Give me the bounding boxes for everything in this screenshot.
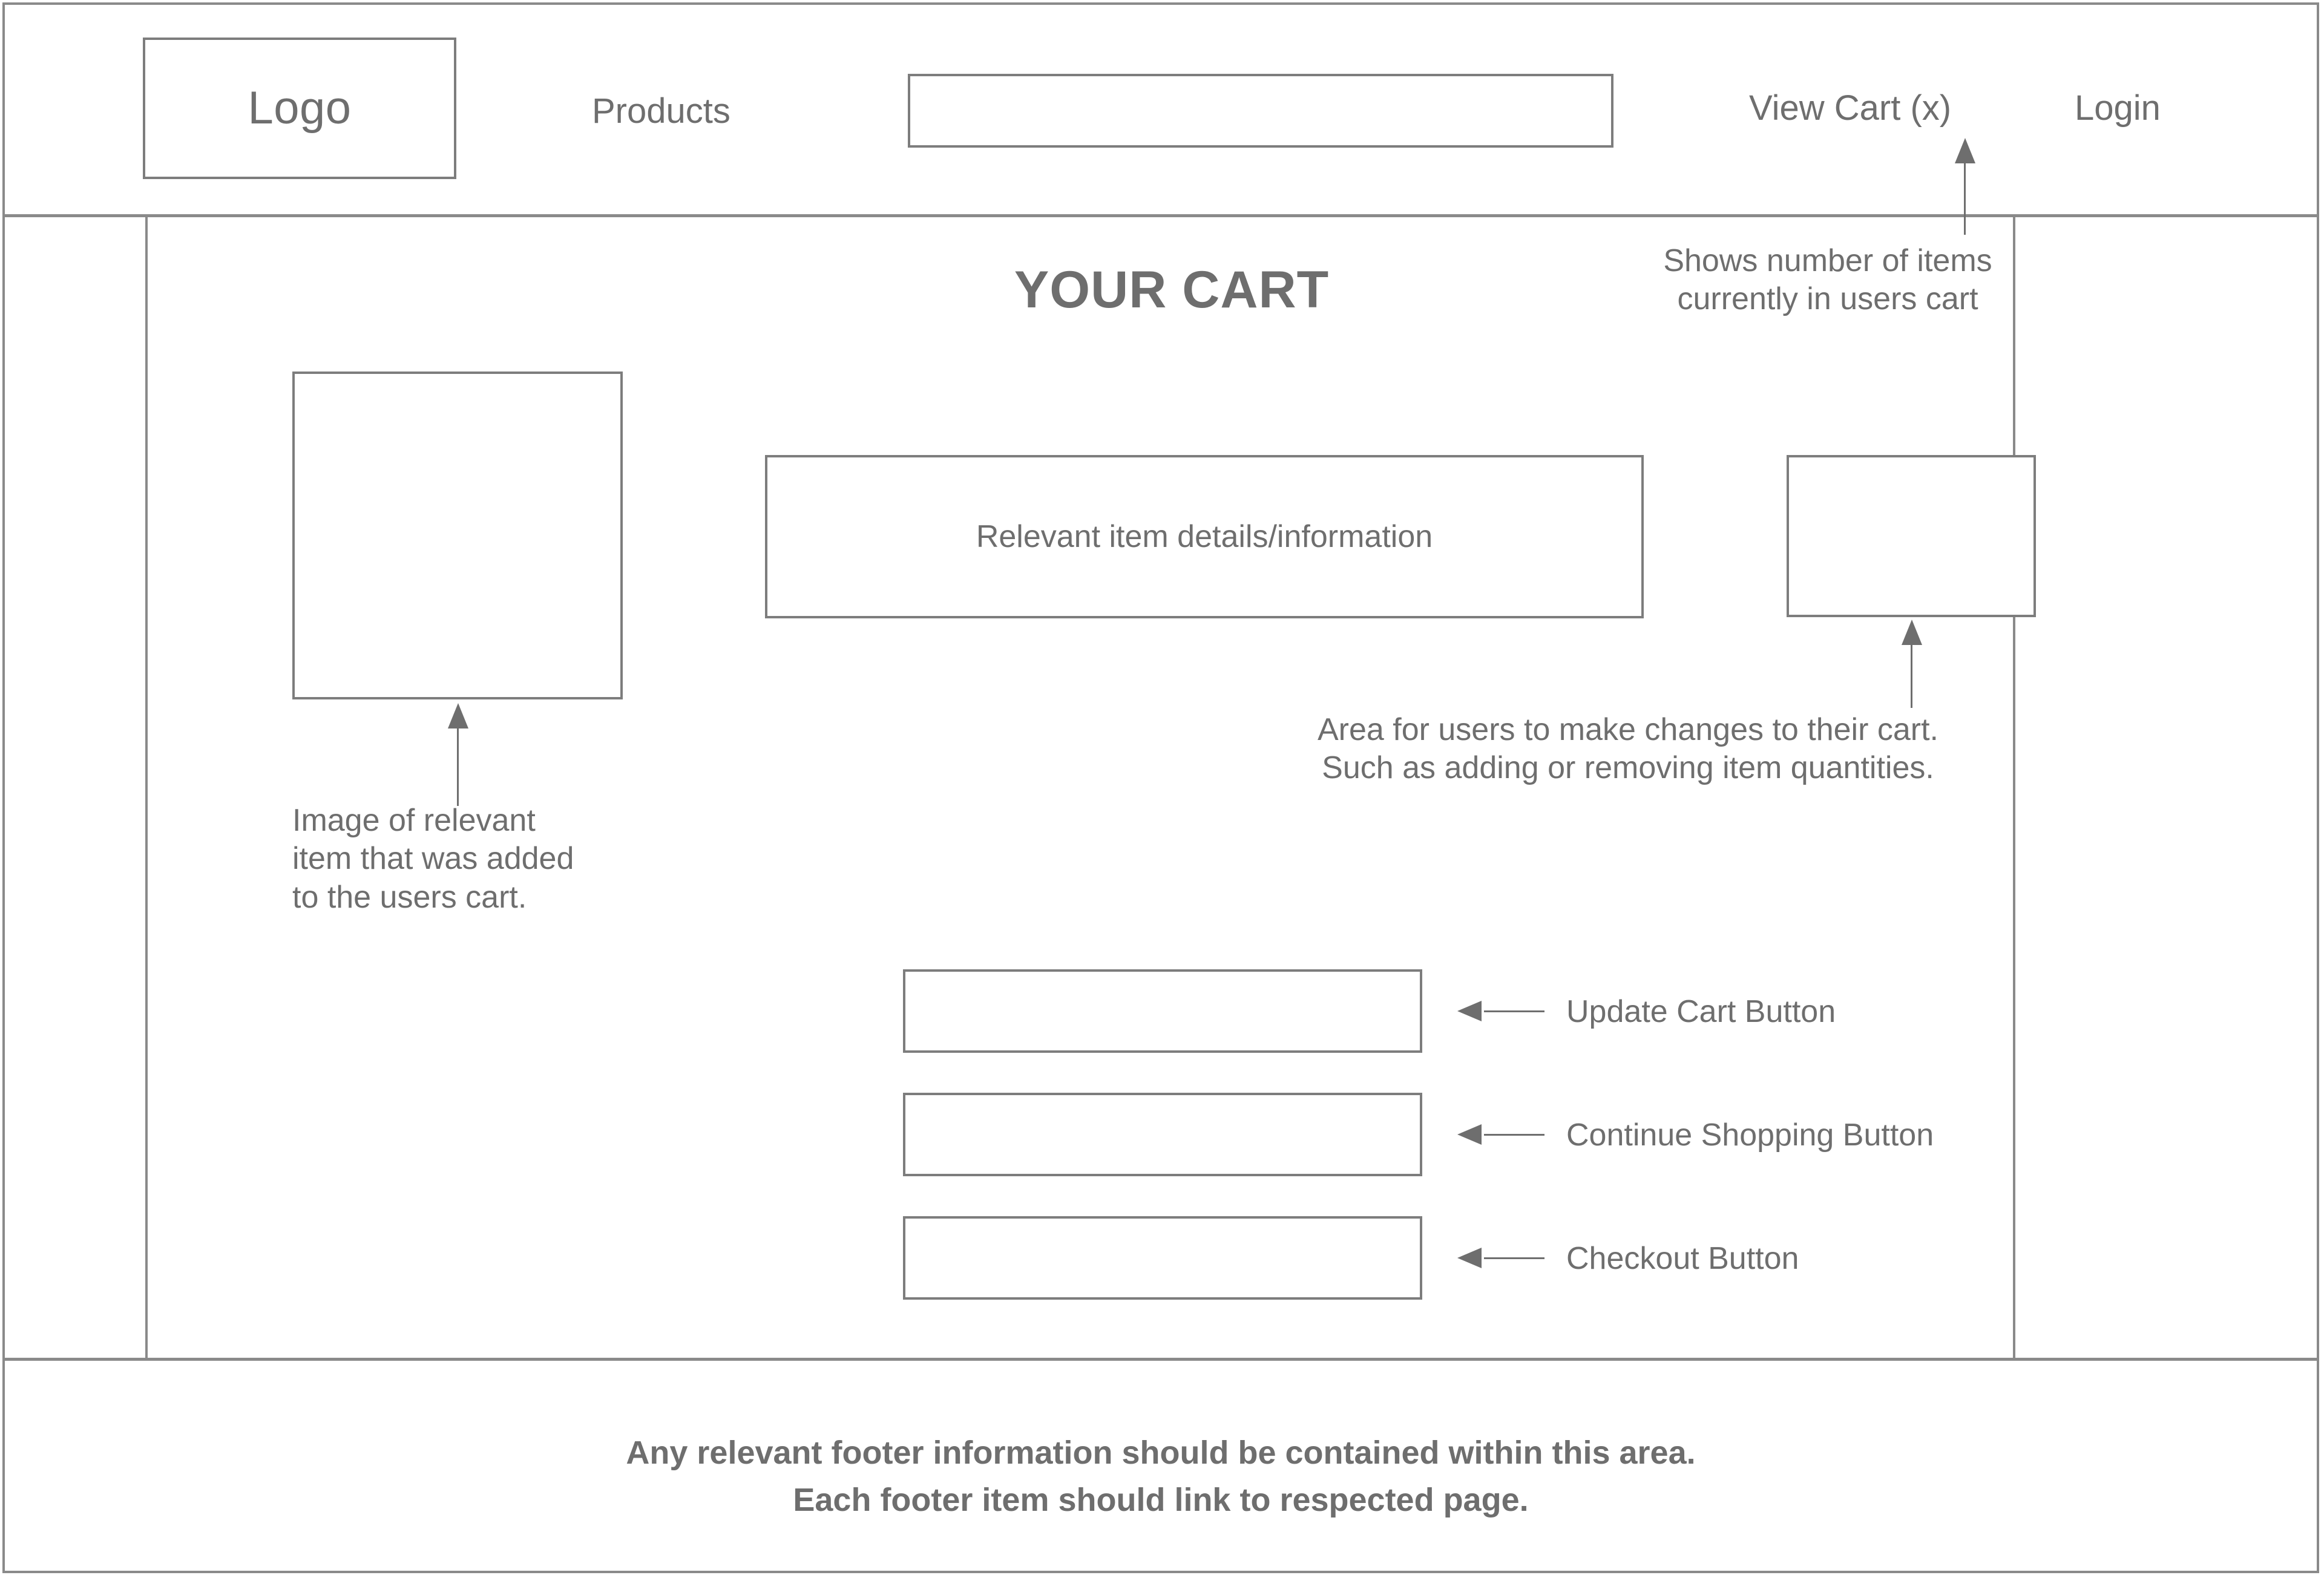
checkout-button[interactable] bbox=[903, 1216, 1422, 1300]
content-left-divider bbox=[145, 217, 148, 1359]
footer-line-2: Each footer item should link to respecte… bbox=[793, 1482, 1529, 1519]
annotation-cart-controls: Area for users to make changes to their … bbox=[1317, 712, 1939, 786]
cart-controls-leader-line bbox=[1911, 641, 1912, 708]
footer-info: Any relevant footer information should b… bbox=[2, 1429, 2319, 1524]
search-input[interactable] bbox=[908, 74, 1613, 148]
content-right-divider bbox=[2013, 217, 2015, 1359]
continue-shopping-leader-line bbox=[1484, 1134, 1544, 1136]
item-image-arrow-icon bbox=[448, 703, 468, 728]
cart-count-leader-line bbox=[1964, 159, 1966, 235]
continue-shopping-arrow-icon bbox=[1457, 1124, 1482, 1145]
nav-item-products[interactable]: Products bbox=[592, 91, 730, 131]
update-cart-button[interactable] bbox=[903, 969, 1422, 1053]
annotation-cart-count: Shows number of items currently in users… bbox=[1663, 243, 1992, 317]
footer-divider bbox=[2, 1358, 2319, 1361]
cart-item-image-placeholder[interactable] bbox=[292, 372, 623, 699]
cart-controls-placeholder[interactable] bbox=[1787, 455, 2036, 617]
annotation-item-image: Image of relevant item that was added to… bbox=[292, 803, 574, 915]
footer-line-1: Any relevant footer information should b… bbox=[626, 1435, 1696, 1471]
logo-label: Logo bbox=[248, 82, 352, 134]
cart-item-details-box[interactable]: Relevant item details/information bbox=[765, 455, 1644, 618]
nav-item-login[interactable]: Login bbox=[2075, 88, 2161, 128]
logo-placeholder[interactable]: Logo bbox=[143, 38, 456, 179]
checkout-leader-line bbox=[1484, 1257, 1544, 1259]
update-cart-arrow-icon bbox=[1457, 1001, 1482, 1021]
annotation-checkout-button: Checkout Button bbox=[1566, 1241, 1799, 1276]
continue-shopping-button[interactable] bbox=[903, 1093, 1422, 1176]
cart-controls-arrow-icon bbox=[1902, 620, 1922, 645]
header-divider bbox=[2, 214, 2319, 217]
annotation-update-cart-button: Update Cart Button bbox=[1566, 994, 1836, 1029]
cart-item-details-label: Relevant item details/information bbox=[976, 519, 1433, 554]
checkout-arrow-icon bbox=[1457, 1248, 1482, 1268]
item-image-leader-line bbox=[457, 726, 459, 806]
annotation-continue-shopping-button: Continue Shopping Button bbox=[1566, 1118, 1934, 1153]
nav-item-view-cart[interactable]: View Cart (x) bbox=[1749, 88, 1952, 128]
page-title: YOUR CART bbox=[1014, 261, 1330, 319]
update-cart-leader-line bbox=[1484, 1010, 1544, 1012]
